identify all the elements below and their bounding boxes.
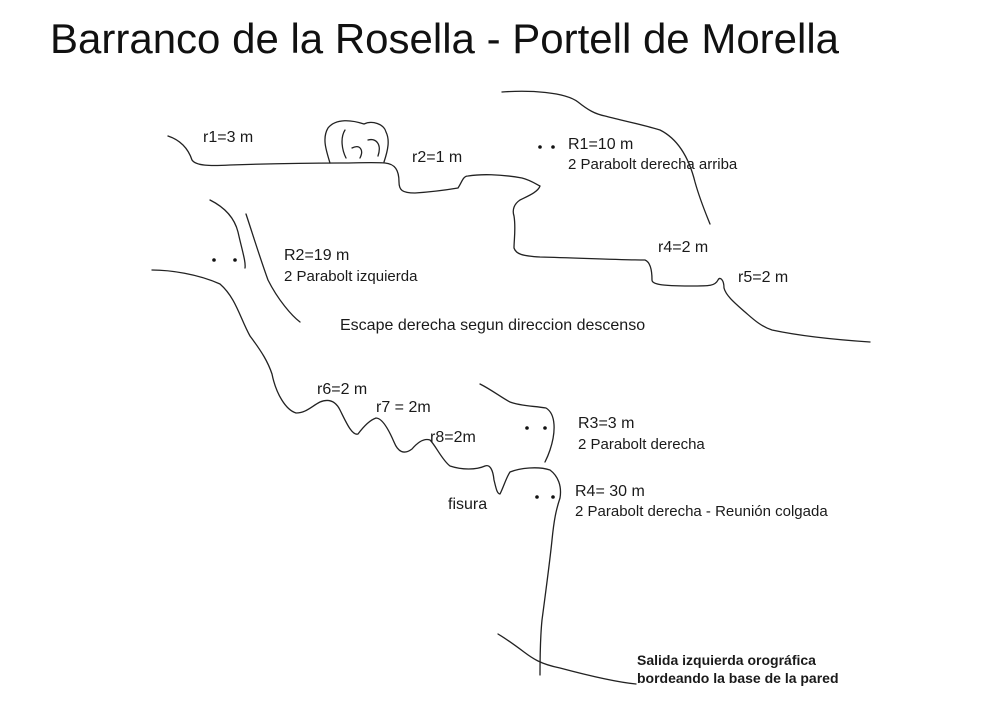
rapel-r6-label: r6=2 m <box>317 381 368 398</box>
anchor-R3-detail: 2 Parabolt derecha <box>578 436 705 453</box>
anchor-R2-detail: 2 Parabolt izquierda <box>284 268 418 285</box>
anchor-R1-detail: 2 Parabolt derecha arriba <box>568 156 738 173</box>
r2-wall-right <box>245 213 301 323</box>
fisura-label: fisura <box>448 496 488 513</box>
r2-wall-left <box>209 199 246 269</box>
anchors-R2 <box>212 258 237 262</box>
r3-wall <box>479 383 555 463</box>
rapel-r5-label: r5=2 m <box>738 269 789 286</box>
exit-note-line1: Salida izquierda orográfica <box>637 652 816 668</box>
exit-note-line2: bordeando la base de la pared <box>637 670 839 686</box>
exit-wall-base <box>497 633 637 685</box>
rapel-r2-label: r2=1 m <box>412 149 463 166</box>
page-title: Barranco de la Rosella - Portell de More… <box>50 15 840 62</box>
anchor-R4-label: R4= 30 m <box>575 483 645 500</box>
anchor-R2-label: R2=19 m <box>284 247 350 264</box>
anchor-R3-label: R3=3 m <box>578 415 635 432</box>
anchor-R4-detail: 2 Parabolt derecha - Reunión colgada <box>575 503 828 520</box>
anchors-R4 <box>535 495 555 499</box>
anchor-R1-label: R1=10 m <box>568 136 634 153</box>
rapel-r8-label: r8=2m <box>430 429 476 446</box>
shrub-sketch <box>324 120 389 164</box>
right-wall-upper <box>501 90 711 225</box>
anchors-R1 <box>538 145 555 149</box>
upper-canyon-bed <box>167 135 871 343</box>
lower-canyon-bed <box>151 269 562 676</box>
anchors-R3 <box>525 426 547 430</box>
rapel-r4-label: r4=2 m <box>658 239 709 256</box>
rapel-r1-label: r1=3 m <box>203 129 254 146</box>
rapel-r7-label: r7 = 2m <box>376 399 431 416</box>
escape-note: Escape derecha segun direccion descenso <box>340 317 646 334</box>
